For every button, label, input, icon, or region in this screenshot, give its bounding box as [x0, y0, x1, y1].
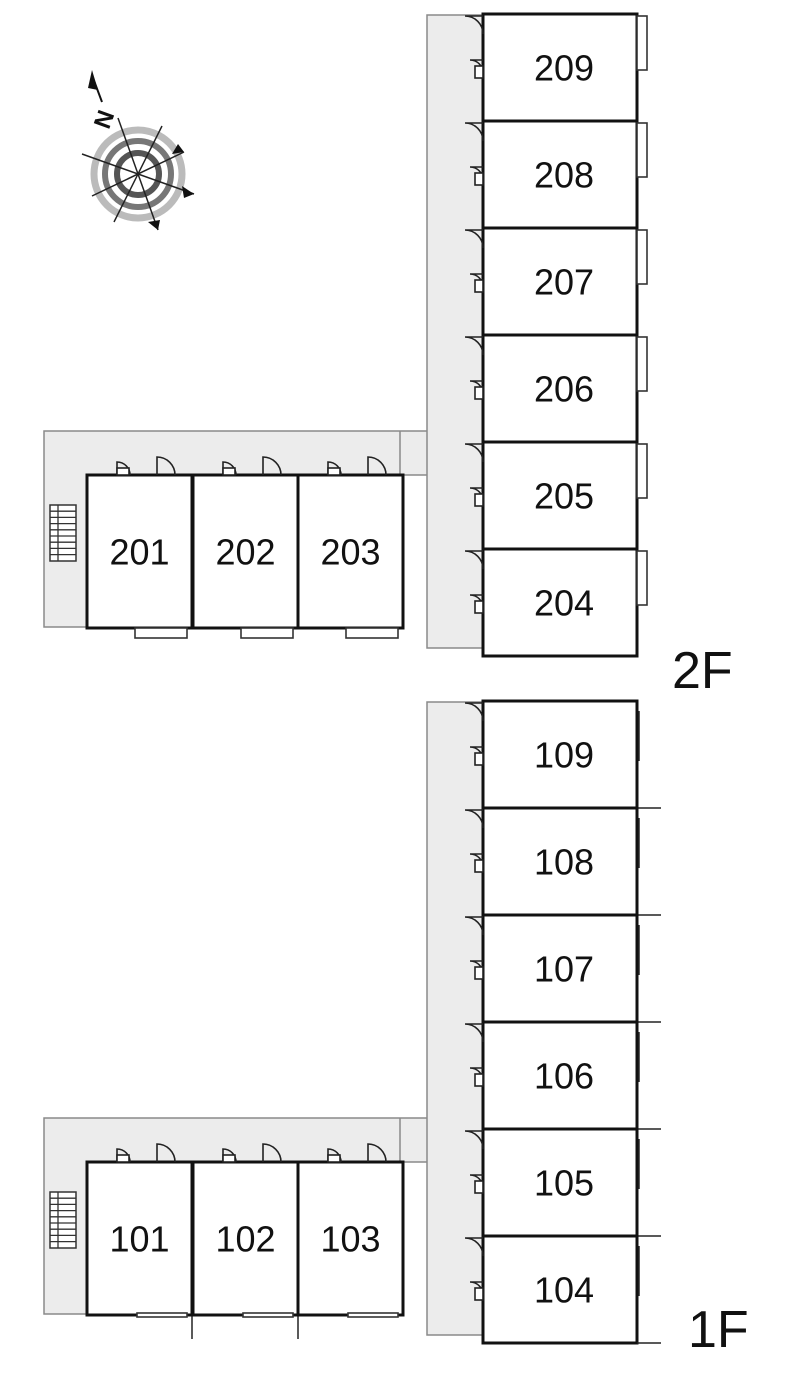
stair-icon	[49, 1191, 77, 1249]
door-icon	[464, 1023, 484, 1087]
floor-2f: 201 202 203 209 208 207 206 205 204 2F	[43, 12, 733, 700]
compass-icon: N	[81, 70, 195, 231]
unit-label: 106	[534, 1056, 594, 1097]
balcony-icon	[636, 15, 648, 71]
balcony-icon	[134, 627, 188, 639]
unit-204[interactable]: 204	[481, 547, 639, 658]
balcony-icon	[347, 1312, 399, 1318]
unit-label: 101	[109, 1219, 169, 1260]
unit-label: 102	[215, 1219, 275, 1260]
unit-label: 206	[534, 369, 594, 410]
unit-label: 202	[215, 532, 275, 573]
floor-label: 1F	[688, 1301, 749, 1359]
unit-label: 109	[534, 735, 594, 776]
door-icon	[222, 456, 282, 476]
unit-107[interactable]: 107	[481, 913, 639, 1024]
unit-label: 207	[534, 262, 594, 303]
door-icon	[464, 550, 484, 614]
balcony-icon	[636, 336, 648, 392]
floor-label: 2F	[672, 642, 733, 700]
unit-105[interactable]: 105	[481, 1127, 639, 1238]
balcony-icon	[136, 1312, 188, 1318]
unit-201[interactable]: 201	[85, 473, 194, 630]
balcony-icon	[636, 122, 648, 178]
door-icon	[327, 456, 387, 476]
door-icon	[464, 15, 484, 79]
unit-label: 107	[534, 949, 594, 990]
balcony-icon	[636, 443, 648, 499]
balcony-icon	[242, 1312, 294, 1318]
door-icon	[464, 1130, 484, 1194]
balcony-icon	[636, 550, 648, 606]
compass-north-letter: N	[89, 107, 120, 133]
unit-label: 104	[534, 1270, 594, 1311]
unit-106[interactable]: 106	[481, 1020, 639, 1131]
door-icon	[464, 1237, 484, 1301]
unit-203[interactable]: 203	[296, 473, 405, 630]
unit-label: 203	[320, 532, 380, 573]
door-icon	[116, 1143, 176, 1163]
unit-202[interactable]: 202	[191, 473, 300, 630]
unit-101[interactable]: 101	[85, 1160, 194, 1317]
door-icon	[464, 122, 484, 186]
unit-109[interactable]: 109	[481, 699, 639, 810]
unit-label: 208	[534, 155, 594, 196]
unit-label: 103	[320, 1219, 380, 1260]
balcony-icon	[240, 627, 294, 639]
door-icon	[222, 1143, 282, 1163]
door-icon	[464, 702, 484, 766]
unit-102[interactable]: 102	[191, 1160, 300, 1317]
unit-label: 108	[534, 842, 594, 883]
balcony-icon	[636, 229, 648, 285]
door-icon	[464, 336, 484, 400]
stair-icon	[49, 504, 77, 562]
unit-208[interactable]: 208	[481, 119, 639, 230]
unit-label: 105	[534, 1163, 594, 1204]
unit-label: 209	[534, 48, 594, 89]
unit-label: 201	[109, 532, 169, 573]
door-icon	[464, 443, 484, 507]
unit-104[interactable]: 104	[481, 1234, 639, 1345]
unit-205[interactable]: 205	[481, 440, 639, 551]
unit-label: 205	[534, 476, 594, 517]
unit-103[interactable]: 103	[296, 1160, 405, 1317]
floor-1f: 101 102 103 109 108 107 106 105 104 1F	[43, 699, 749, 1359]
unit-label: 204	[534, 583, 594, 624]
unit-206[interactable]: 206	[481, 333, 639, 444]
door-icon	[464, 809, 484, 873]
door-icon	[464, 916, 484, 980]
unit-108[interactable]: 108	[481, 806, 639, 917]
door-icon	[116, 456, 176, 476]
door-icon	[327, 1143, 387, 1163]
unit-209[interactable]: 209	[481, 12, 639, 123]
balcony-icon	[345, 627, 399, 639]
unit-207[interactable]: 207	[481, 226, 639, 337]
door-icon	[464, 229, 484, 293]
